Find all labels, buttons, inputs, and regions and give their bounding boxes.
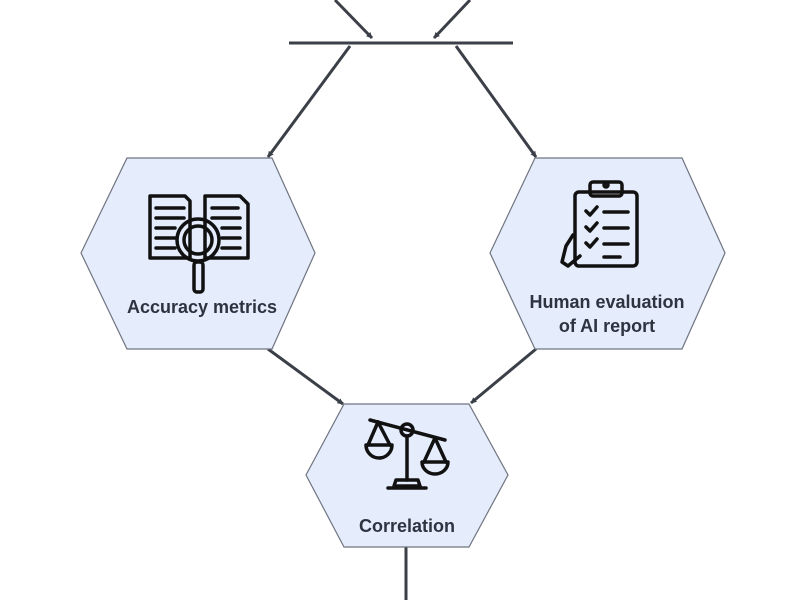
arrow-human-eval-to-correlation — [470, 347, 537, 405]
documents-magnifier-icon — [148, 194, 250, 294]
node-correlation[interactable]: Correlation — [305, 403, 509, 548]
node-label-accuracy: Accuracy metrics — [127, 297, 277, 317]
node-accuracy-metrics[interactable]: Accuracy metrics — [80, 157, 316, 350]
node-human-evaluation[interactable]: Human evaluation of AI report — [489, 157, 726, 350]
arrow-to-accuracy — [266, 45, 352, 158]
node-label-human-eval-line1: Human evaluation — [529, 292, 684, 312]
incoming-arrow-left — [333, 0, 374, 40]
node-label-correlation: Correlation — [359, 516, 455, 536]
balance-scale-icon — [364, 418, 450, 490]
incoming-arrow-right — [432, 0, 472, 40]
arrow-to-human-eval — [454, 45, 538, 158]
clipboard-checklist-icon — [560, 180, 639, 268]
hexagon-shape — [489, 157, 726, 350]
node-label-human-eval-line2: of AI report — [559, 316, 655, 336]
arrow-accuracy-to-correlation — [267, 347, 344, 406]
